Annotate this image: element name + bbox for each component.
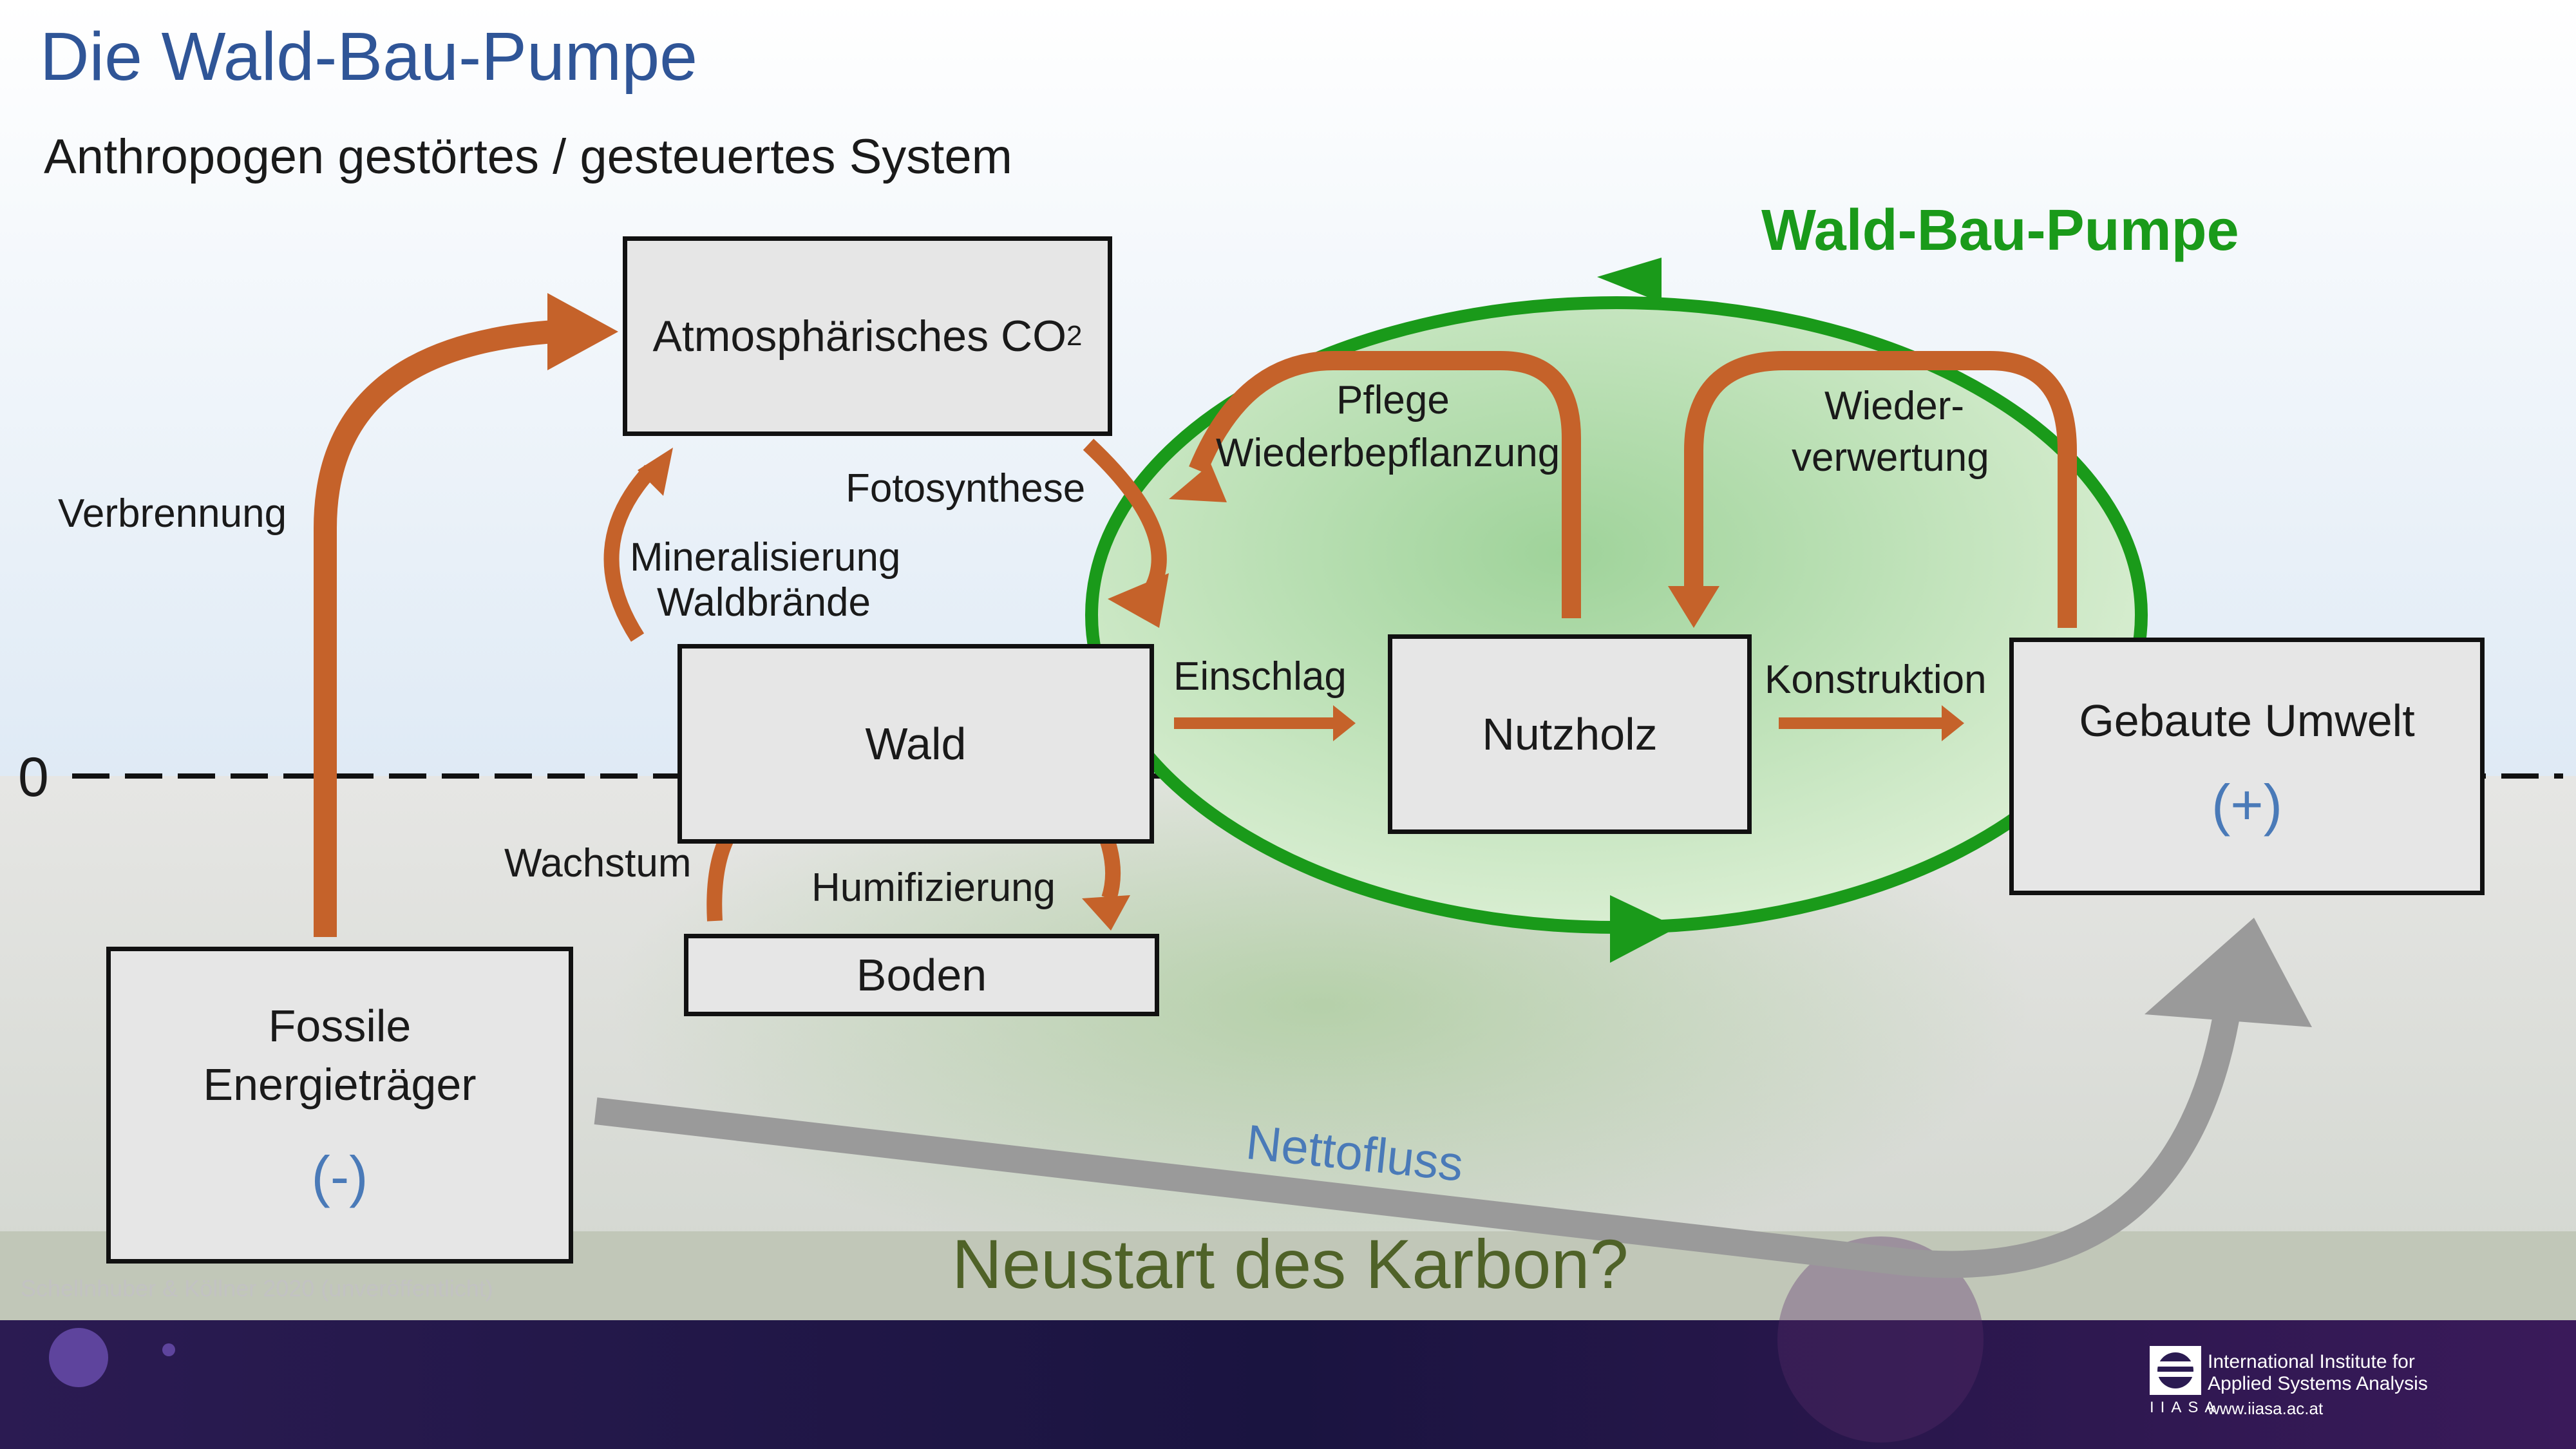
net-flow-arrowhead-icon (2145, 918, 2312, 1027)
mineralization-label-1: Mineralisierung (630, 535, 901, 580)
citation: Schellnhuber & Köllner 2020 (unveröffent… (21, 1275, 493, 1302)
built-environment-box: Gebaute Umwelt (+) (2009, 638, 2485, 895)
fossil-label-line1: Fossile (268, 1000, 412, 1051)
care-arrow (1189, 351, 1581, 618)
pump-title: Wald-Bau-Pumpe (1761, 198, 2239, 263)
harvest-arrowhead-icon (1333, 705, 1356, 741)
timber-box: Nutzholz (1388, 634, 1752, 834)
fossil-box: Fossile Energieträger (-) (106, 947, 573, 1264)
iiasa-logo[interactable] (2150, 1346, 2201, 1395)
org-name-line1: International Institute for (2208, 1351, 2415, 1372)
recycling-label-1: Wieder- (1824, 384, 1965, 428)
harvest-label: Einschlag (1173, 654, 1347, 699)
built-environment-sign: (+) (2211, 773, 2282, 837)
footer-bar (0, 1320, 2576, 1449)
care-label-1: Pflege (1336, 378, 1450, 422)
footer-glow (1777, 1236, 1984, 1443)
footer-dot-large (49, 1328, 108, 1387)
care-arrowhead-icon (1169, 464, 1227, 502)
mineralization-arrow (603, 464, 656, 642)
built-environment-label: Gebaute Umwelt (2079, 696, 2415, 746)
photosynthesis-arrowhead-icon (1108, 573, 1169, 628)
zero-label: 0 (18, 746, 49, 808)
combustion-arrow (314, 320, 555, 937)
combustion-label: Verbrennung (58, 491, 287, 536)
slide-title: Die Wald-Bau-Pumpe (40, 19, 698, 95)
mineralization-label-2: Waldbrände (657, 580, 871, 625)
photosynthesis-arrow (1083, 439, 1167, 597)
pump-arrow-bottom-icon (1610, 895, 1678, 963)
mineralization-arrowhead-icon (638, 448, 673, 496)
net-flow-arrow (594, 1002, 2242, 1278)
atmosphere-subscript: 2 (1066, 320, 1083, 352)
photosynthesis-label: Fotosynthese (846, 466, 1086, 511)
iiasa-wordmark: IIASA (2150, 1399, 2222, 1416)
humification-label: Humifizierung (811, 866, 1056, 910)
care-label-2: Wiederbepflanzung (1216, 431, 1560, 475)
footer-dot-small (162, 1343, 175, 1356)
forest-box: Wald (677, 644, 1154, 844)
org-name-line2: Applied Systems Analysis (2208, 1373, 2428, 1394)
growth-label: Wachstum (504, 841, 692, 886)
iiasa-globe-icon (2150, 1346, 2201, 1395)
karbon-question: Neustart des Karbon? (952, 1225, 1629, 1303)
org-url[interactable]: www.iiasa.ac.at (2208, 1399, 2324, 1418)
slide-subtitle: Anthropogen gestörtes / gesteuertes Syst… (44, 129, 1012, 184)
recycling-arrowhead-icon (1668, 586, 1719, 628)
soil-label: Boden (856, 950, 987, 1000)
timber-label: Nutzholz (1482, 709, 1658, 759)
construction-label: Konstruktion (1765, 658, 1987, 702)
fossil-sign: (-) (311, 1144, 368, 1208)
construction-arrowhead-icon (1942, 705, 1964, 741)
humification-arrowhead-icon (1082, 895, 1130, 931)
recycling-label-2: verwertung (1792, 435, 1989, 480)
forest-label: Wald (865, 719, 967, 769)
combustion-arrowhead-icon (547, 293, 618, 370)
pump-arrow-top-icon (1597, 258, 1662, 303)
soil-box: Boden (684, 934, 1159, 1016)
fossil-label-line2: Energieträger (203, 1059, 477, 1110)
atmosphere-label: Atmosphärisches CO (652, 312, 1066, 361)
recycling-arrow (1684, 351, 2077, 628)
